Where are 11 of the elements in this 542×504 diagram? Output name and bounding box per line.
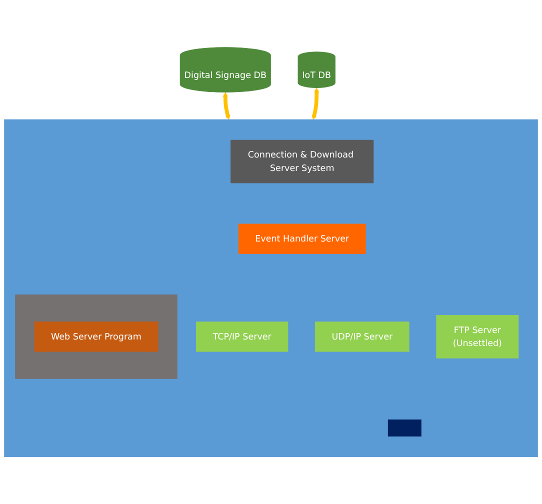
node-box: FTP Server (Unsettled) bbox=[436, 314, 519, 358]
arrow bbox=[222, 92, 230, 120]
cluster bbox=[4, 119, 538, 457]
cluster bbox=[15, 294, 178, 379]
node-box: Connection & Download Server System bbox=[230, 140, 374, 184]
node-box: Event Handler Server bbox=[238, 224, 366, 254]
node-box: Web Server Program bbox=[34, 322, 158, 352]
node-box bbox=[388, 419, 422, 436]
node-box: TCP/IP Server bbox=[196, 322, 288, 352]
node-box: UDP/IP Server bbox=[315, 322, 410, 352]
arrow bbox=[312, 88, 320, 120]
